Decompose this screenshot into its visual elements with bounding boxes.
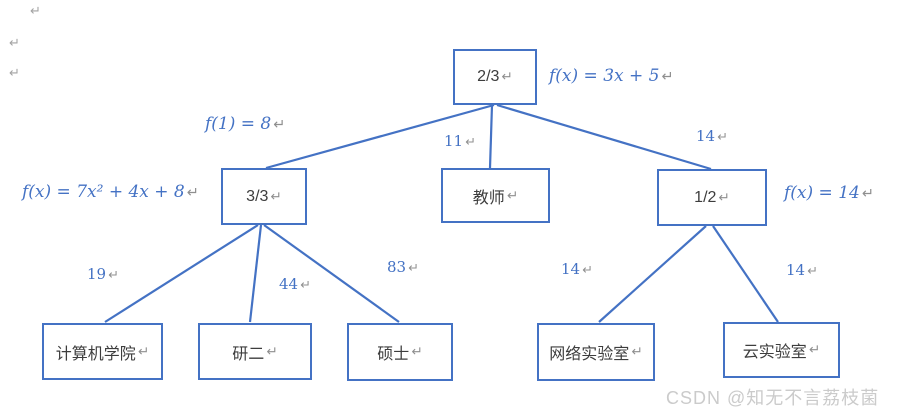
return-mark: ↵ — [411, 344, 423, 360]
edge-label-12: 14↵ — [696, 127, 728, 145]
edge-label-master: 83↵ — [387, 258, 419, 276]
paragraph-return-mark: ↵ — [9, 66, 20, 81]
return-mark: ↵ — [717, 130, 728, 145]
return-mark: ↵ — [582, 263, 593, 278]
return-mark: ↵ — [186, 185, 199, 201]
edge-label-text: 14 — [786, 261, 806, 279]
return-mark: ↵ — [108, 268, 119, 283]
node-right-score: 1/2↵ — [657, 169, 767, 226]
node-label: 云实验室 — [742, 344, 807, 361]
formula-left-node: f(x) = 7x² + 4x + 8↵ — [22, 182, 199, 202]
return-mark: ↵ — [501, 69, 513, 85]
edge-root-to-teacher — [488, 104, 494, 169]
return-mark: ↵ — [266, 343, 278, 360]
paragraph-return-mark: ↵ — [30, 4, 41, 19]
edge-33-to-cs-college — [104, 224, 259, 323]
node-network-lab: 网络实验室↵ — [537, 323, 655, 381]
node-label: 3/3 — [246, 187, 269, 205]
return-mark: ↵ — [861, 186, 874, 202]
node-master: 硕士↵ — [347, 323, 453, 381]
edge-label-teacher: 11↵ — [444, 132, 476, 150]
edge-root-to-33 — [265, 103, 495, 170]
return-mark: ↵ — [808, 342, 821, 358]
node-root: 2/3↵ — [453, 49, 537, 105]
node-label: 计算机学院 — [55, 345, 136, 363]
return-mark: ↵ — [273, 117, 286, 133]
node-label: 硕士 — [377, 346, 410, 363]
edge-label-text: 11 — [444, 132, 464, 150]
node-left-score: 3/3↵ — [221, 168, 307, 225]
node-teacher: 教师↵ — [441, 168, 550, 223]
node-label: 2/3 — [477, 68, 500, 85]
formula-text: f(x) = 3x + 5 — [549, 66, 660, 86]
edge-label-cloud-lab: 14↵ — [786, 261, 818, 279]
csdn-watermark: CSDN @知无不言荔枝菌 — [666, 388, 880, 408]
return-mark: ↵ — [807, 264, 818, 279]
return-mark: ↵ — [718, 189, 730, 206]
edge-12-to-network-lab — [598, 225, 707, 323]
formula-root: f(x) = 3x + 5↵ — [549, 66, 674, 86]
formula-text: f(1) = 8 — [205, 114, 272, 134]
edge-label-text: 19 — [87, 265, 107, 283]
return-mark: ↵ — [270, 188, 282, 205]
edge-label-text: 14 — [696, 127, 716, 145]
edge-label-grad2: 44↵ — [279, 275, 311, 293]
edge-label-text: 14 — [561, 260, 581, 278]
return-mark: ↵ — [137, 343, 150, 360]
edge-label-text: 83 — [387, 258, 407, 276]
node-cs-college: 计算机学院↵ — [42, 323, 163, 380]
return-mark: ↵ — [661, 69, 674, 85]
node-label: 教师 — [472, 189, 505, 207]
return-mark: ↵ — [465, 135, 476, 150]
node-grad-year2: 研二↵ — [198, 323, 312, 380]
formula-edge-f1: f(1) = 8↵ — [205, 114, 285, 134]
node-label: 研二 — [232, 345, 265, 363]
node-label: 网络实验室 — [549, 346, 630, 363]
edge-label-text: 44 — [279, 275, 299, 293]
return-mark: ↵ — [631, 344, 643, 360]
formula-text: f(x) = 14 — [784, 183, 860, 203]
return-mark: ↵ — [300, 278, 311, 293]
edge-label-network-lab: 14↵ — [561, 260, 593, 278]
return-mark: ↵ — [408, 261, 419, 276]
edge-33-to-grad2 — [248, 224, 263, 323]
return-mark: ↵ — [506, 187, 519, 204]
node-label: 1/2 — [694, 188, 717, 206]
edge-33-to-master — [263, 224, 400, 323]
edge-label-cs-college: 19↵ — [87, 265, 119, 283]
node-cloud-lab: 云实验室↵ — [723, 322, 840, 378]
edge-12-to-cloud-lab — [712, 225, 779, 323]
edge-root-to-12 — [496, 103, 712, 171]
formula-text: f(x) = 7x² + 4x + 8 — [22, 182, 185, 202]
paragraph-return-mark: ↵ — [9, 36, 20, 51]
formula-right-node: f(x) = 14↵ — [784, 183, 874, 203]
